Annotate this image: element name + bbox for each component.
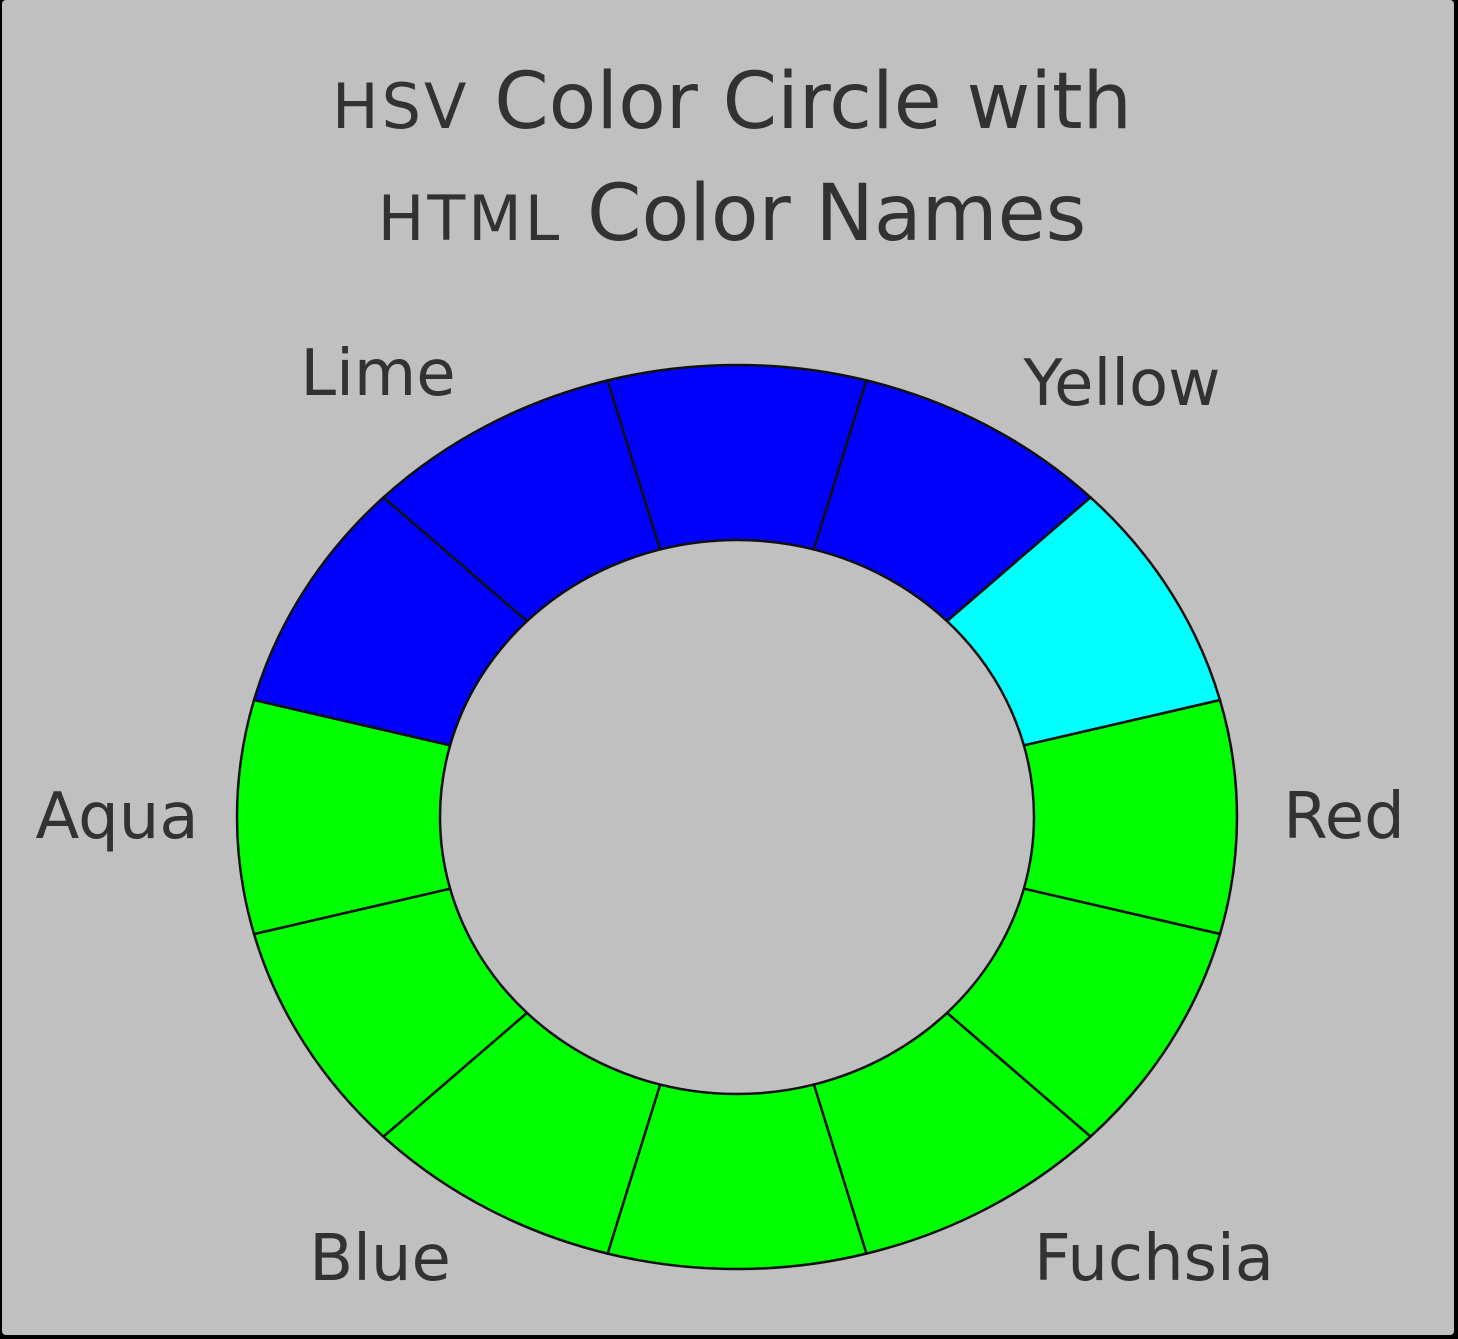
label-lime: Lime — [300, 337, 455, 411]
label-fuchsia: Fuchsia — [1034, 1222, 1274, 1296]
title-hsv-abbrev: HSV — [332, 70, 469, 143]
title-html-abbrev: HTML — [378, 182, 563, 255]
ring-segment-12 — [945, 496, 1222, 747]
title-line-2: HTML Color Names — [378, 169, 1087, 259]
label-aqua: Aqua — [35, 780, 198, 854]
title-line-2-text: Color Names — [562, 169, 1086, 259]
label-blue: Blue — [309, 1222, 451, 1296]
label-yellow: Yellow — [1022, 347, 1220, 421]
title-line-1-text: Color Circle with — [469, 57, 1132, 147]
title-line-1: HSV Color Circle with — [332, 57, 1132, 147]
label-red: Red — [1283, 780, 1405, 854]
color-ring — [235, 363, 1239, 1271]
